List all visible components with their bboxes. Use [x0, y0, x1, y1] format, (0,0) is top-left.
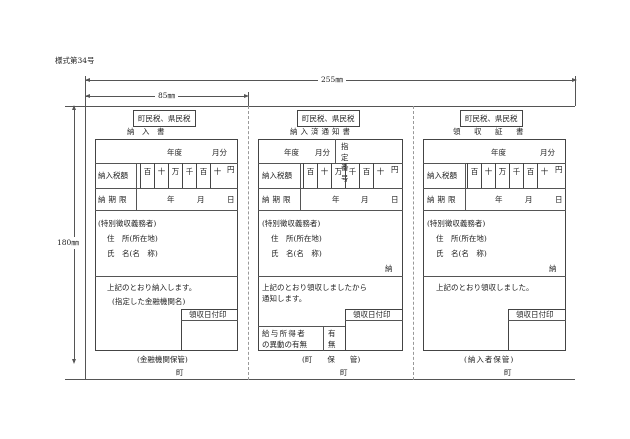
- taxpayer-label: (特別徴収義務者): [262, 219, 321, 228]
- dimension-first-label: 85㎜: [155, 92, 179, 100]
- deadline-label: 納期限: [262, 195, 294, 204]
- deadline-label: 納期限: [98, 195, 130, 204]
- deadline-month: 月: [197, 195, 205, 204]
- town-label: 町: [176, 368, 184, 377]
- digit-hyaku-man: 百: [467, 163, 481, 188]
- digit-juu: 十: [537, 163, 551, 188]
- digit-juu-man: 十: [154, 163, 168, 188]
- digit-hyaku-man: 百: [303, 163, 317, 188]
- designation-label: 指定番号: [341, 142, 349, 183]
- change-no: 無: [328, 340, 336, 349]
- amount-label: 納入税額: [98, 171, 128, 180]
- note-line-2: (指定した金融機関名): [112, 297, 186, 306]
- digit-man: 万: [331, 163, 345, 188]
- name-label: 氏 名(名 称): [436, 249, 487, 258]
- digit-man: 万: [495, 163, 509, 188]
- digit-sen: 千: [345, 163, 359, 188]
- digit-sen: 千: [182, 163, 196, 188]
- salary-earner-change-label-2: の異動の有無: [262, 340, 307, 349]
- year-label: 年度: [284, 148, 299, 157]
- note-line-1: 上記のとおり領収しましたから: [262, 283, 367, 292]
- tax-type-header: 町民税、県民税: [460, 110, 523, 127]
- digit-juu: 十: [373, 163, 387, 188]
- form-title: 納入済通知書: [290, 127, 353, 136]
- keeper-label: (納入者保管): [464, 355, 515, 364]
- digit-hyaku-man: 百: [140, 163, 154, 188]
- digit-yen: 円: [391, 165, 399, 174]
- salary-earner-change-label: 給与所得者: [262, 329, 306, 338]
- stamp-label: 領収日付印: [353, 310, 391, 319]
- form-title: 領 収 証 書: [453, 127, 527, 136]
- amount-label: 納入税額: [427, 171, 457, 180]
- address-label: 住 所(所在地): [271, 234, 322, 243]
- form-frame: [95, 139, 238, 351]
- form-title: 納 入 書: [127, 127, 165, 136]
- dimension-height-label: 180㎜: [57, 237, 79, 249]
- digit-sen: 千: [509, 163, 523, 188]
- digit-hyaku: 百: [359, 163, 373, 188]
- keeper-label: (金融機関保管): [137, 355, 188, 364]
- year-label: 年度: [167, 148, 182, 157]
- deadline-year: 年: [167, 195, 175, 204]
- digit-man: 万: [168, 163, 182, 188]
- stamp-label: 領収日付印: [189, 310, 227, 319]
- form-frame: [423, 139, 566, 351]
- receipt-stamp-box: [508, 309, 566, 351]
- deadline-year: 年: [332, 195, 340, 204]
- digit-juu-man: 十: [317, 163, 331, 188]
- note-line-1: 上記のとおり納入します。: [107, 283, 197, 292]
- amount-digits: 百 十 万 千 百 十: [140, 163, 224, 188]
- form-number: 様式第34号: [55, 56, 95, 65]
- note-line-2: 通知します。: [262, 294, 307, 303]
- town-label: 町: [504, 368, 512, 377]
- deadline-month: 月: [361, 195, 369, 204]
- deadline-month: 月: [525, 195, 533, 204]
- digit-hyaku: 百: [196, 163, 210, 188]
- digit-hyaku: 百: [523, 163, 537, 188]
- town-label: 町: [340, 368, 348, 377]
- amount-label: 納入税額: [262, 171, 292, 180]
- deadline-label: 納期限: [427, 195, 459, 204]
- name-label: 氏 名(名 称): [271, 249, 322, 258]
- dimension-total-label: 255㎜: [318, 76, 346, 84]
- taxpayer-label: (特別徴収義務者): [427, 219, 486, 228]
- tax-type-header: 町民税、県民税: [133, 110, 196, 127]
- deadline-day: 日: [227, 195, 235, 204]
- month-label: 月分: [212, 148, 227, 157]
- form-frame: [258, 139, 403, 351]
- keeper-label: (町 保 管): [302, 355, 361, 364]
- digit-yen: 円: [555, 165, 563, 174]
- amount-digits: 百 十 万 千 百 十: [467, 163, 551, 188]
- receipt-stamp-box: [181, 309, 238, 351]
- digit-juu: 十: [210, 163, 224, 188]
- amount-digits: 百 十 万 千 百 十: [303, 163, 387, 188]
- stamp-label: 領収日付印: [516, 310, 554, 319]
- address-label: 住 所(所在地): [436, 234, 487, 243]
- deadline-day: 日: [391, 195, 399, 204]
- month-label: 月分: [540, 148, 555, 157]
- digit-yen: 円: [227, 165, 235, 174]
- tax-type-header: 町民税、県民税: [297, 110, 360, 127]
- deadline-year: 年: [495, 195, 503, 204]
- year-label: 年度: [491, 148, 506, 157]
- receipt-stamp-box: [345, 309, 403, 351]
- deadline-day: 日: [555, 195, 563, 204]
- address-label: 住 所(所在地): [107, 234, 158, 243]
- name-label: 氏 名(名 称): [107, 249, 158, 258]
- month-label: 月分: [315, 148, 330, 157]
- digit-juu-man: 十: [481, 163, 495, 188]
- note-line-1: 上記のとおり領収しました。: [436, 283, 534, 292]
- nou-label: 納: [549, 264, 557, 273]
- nou-label: 納: [385, 264, 393, 273]
- taxpayer-label: (特別徴収義務者): [98, 219, 157, 228]
- change-yes: 有: [328, 329, 336, 338]
